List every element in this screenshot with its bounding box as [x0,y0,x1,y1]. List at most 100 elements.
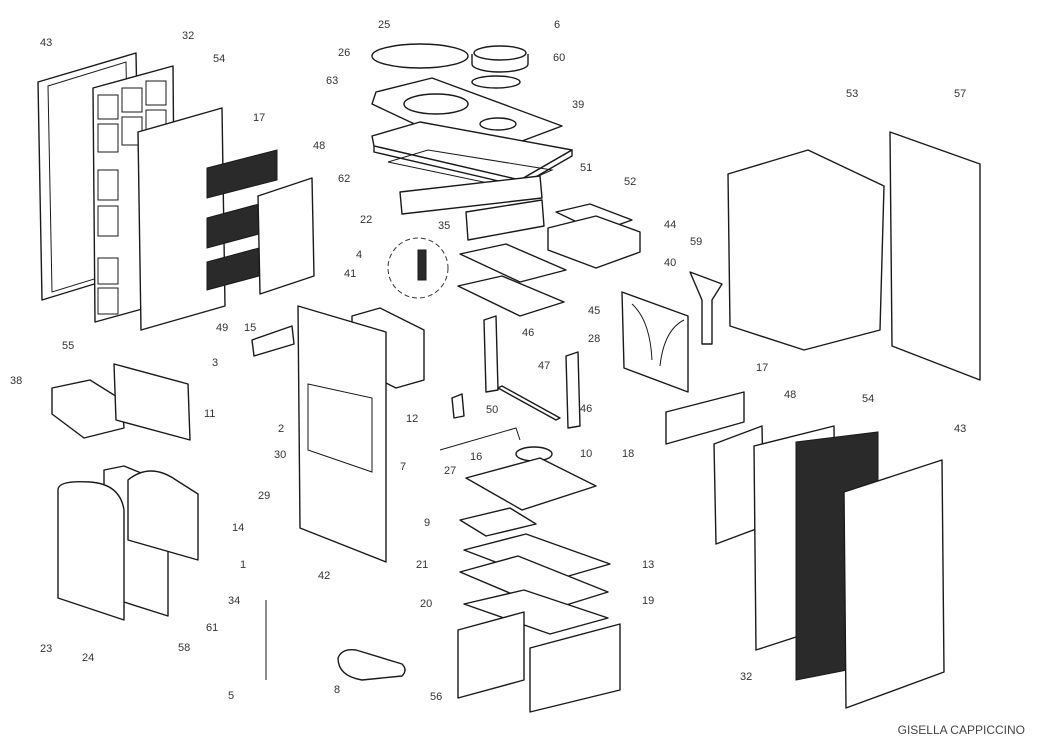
part-42-front-panel [297,305,387,563]
part-46-side-rail-a [483,315,499,393]
callout-39: 39 [572,99,584,111]
part-24-door [57,480,125,621]
part-59-flue-adapter [689,271,723,345]
callout-6: 6 [554,19,560,31]
callout-18: 18 [622,448,634,460]
callout-62: 62 [338,173,350,185]
callout-5: 5 [228,690,234,702]
part-28-plate-bottom [457,275,565,317]
part-17-heat-fins-right [665,391,745,445]
callout-46-b: 46 [580,403,592,415]
part-16-rod [439,427,521,451]
callout-47: 47 [538,360,550,372]
callout-21: 21 [416,559,428,571]
diagram-caption: GISELLA CAPPICCINO [897,723,1025,737]
callout-35: 35 [438,220,450,232]
callout-3: 3 [212,357,218,369]
callout-12: 12 [406,413,418,425]
part-38-door-insert [51,379,125,439]
callout-7: 7 [400,461,406,473]
part-34-glass-frame [127,470,199,561]
callout-15: 15 [244,322,256,334]
callout-23: 23 [40,643,52,655]
part-51-baffle-plates [399,175,545,241]
callout-27: 27 [444,465,456,477]
callout-59: 59 [690,236,702,248]
callout-34: 34 [228,595,240,607]
part-54-insulation-panel-left [137,107,226,331]
callout-48: 48 [313,140,325,152]
callout-50: 50 [486,404,498,416]
callout-49: 49 [216,322,228,334]
callout-52: 52 [624,176,636,188]
part-60-gasket-ring [471,75,521,89]
callout-8: 8 [334,684,340,696]
part-48-plate-left [257,177,315,295]
callout-51: 51 [580,162,592,174]
part-46-side-rail-b [565,351,581,429]
callout-20: 20 [420,598,432,610]
callout-9: 9 [424,517,430,529]
callout-42: 42 [318,570,330,582]
part-55-door-frame [113,363,191,441]
callout-43: 43 [40,37,52,49]
callout-46-a: 46 [522,327,534,339]
part-44-bracket-frame [547,215,641,269]
part-17-heat-fins-left [206,149,278,291]
callout-53: 53 [846,88,858,100]
part-21-tray-rail [459,507,537,537]
part-26-top-plate [371,77,563,145]
callout-2: 2 [278,423,284,435]
callout-40: 40 [664,257,676,269]
callout-14: 14 [232,522,244,534]
callout-54-right: 54 [862,393,874,405]
callout-19: 19 [642,595,654,607]
callout-44: 44 [664,219,676,231]
part-50-clip [451,393,465,419]
callout-38: 38 [10,375,22,387]
part-25-disc-cover [371,43,469,69]
callout-63: 63 [326,75,338,87]
callout-55: 55 [62,340,74,352]
callout-57: 57 [954,88,966,100]
part-53-side-box [727,149,885,351]
callout-48-right: 48 [784,389,796,401]
part-45-plate-holes [459,243,567,283]
callout-26: 26 [338,47,350,59]
callout-56: 56 [430,691,442,703]
callout-labels: 43 32 54 17 48 25 6 60 26 63 39 62 51 52… [10,19,966,703]
callout-28: 28 [588,333,600,345]
part-8-glove [337,648,406,681]
part-56-base-box [457,611,621,713]
callout-17-right: 17 [756,362,768,374]
callout-17: 17 [253,112,265,124]
callout-29: 29 [258,490,270,502]
callout-30: 30 [274,449,286,461]
callout-22: 22 [360,214,372,226]
callout-16: 16 [470,451,482,463]
callout-4: 4 [356,249,362,261]
callout-43-right: 43 [954,423,966,435]
part-43-side-frame-right [843,459,945,709]
callout-1: 1 [240,559,246,571]
callout-10: 10 [580,448,592,460]
callout-32: 32 [182,30,194,42]
callout-25: 25 [378,19,390,31]
callout-24: 24 [82,652,94,664]
detail-circle-22-35 [387,237,449,299]
callout-60: 60 [553,52,565,64]
callout-13: 13 [642,559,654,571]
callout-41: 41 [344,268,356,280]
callout-32-right: 32 [740,671,752,683]
part-40-deflector-panel [621,291,689,393]
part-47-bar [497,385,561,421]
callout-61: 61 [206,622,218,634]
part-57-back-panel [889,131,981,381]
part-62-gasket-frame [387,149,554,189]
callout-11: 11 [204,408,215,420]
callout-58: 58 [178,642,190,654]
callout-45: 45 [588,305,600,317]
part-49-hinge-plate [251,325,295,357]
part-6-ring-collar [471,45,529,73]
